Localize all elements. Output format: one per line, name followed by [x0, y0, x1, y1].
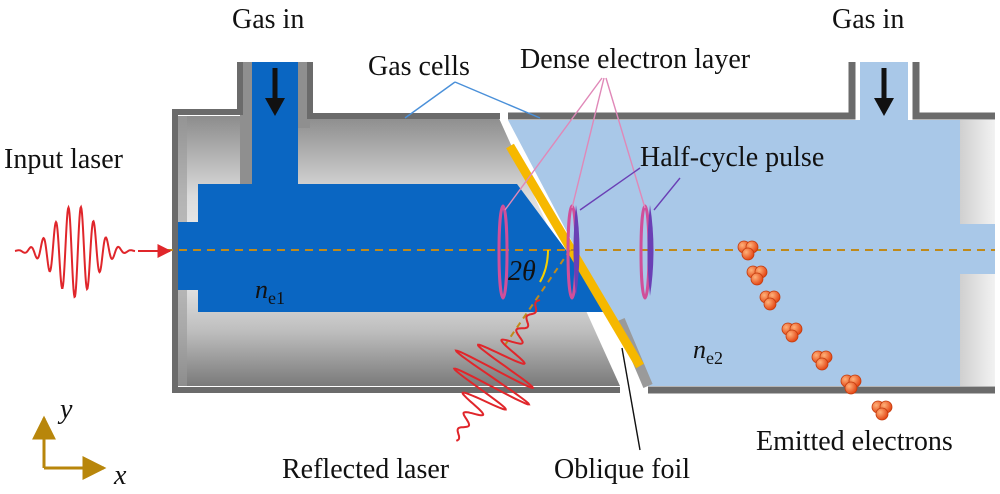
reflected-laser: [452, 299, 541, 442]
density-left-symbol: ne1: [255, 275, 285, 308]
angle-label: 2θ: [508, 256, 536, 287]
input-laser: [14, 204, 172, 299]
input-laser-wave: [14, 204, 136, 299]
electron-dot: [844, 381, 858, 395]
reflected-axis: [504, 249, 571, 346]
down-arrow-icon: [874, 68, 894, 116]
electron-cluster-icon: [811, 350, 833, 371]
half-cycle-pulse-label: Half-cycle pulse: [640, 142, 824, 173]
axis-x-label: x: [113, 460, 127, 491]
electron-dot: [785, 329, 799, 343]
down-arrow-icon: [265, 68, 285, 116]
gas-in-right-label: Gas in: [832, 4, 904, 35]
reflected-laser-label: Reflected laser: [282, 454, 450, 485]
electron-dot: [875, 407, 889, 421]
density-right-symbol: ne2: [693, 335, 723, 368]
half-cycle-pulses: [573, 205, 654, 296]
dense-electron-layer-label: Dense electron layer: [520, 44, 751, 75]
electron-cluster-icon: [781, 322, 803, 343]
coordinate-axes: [32, 415, 107, 480]
leader-lines: [404, 77, 681, 451]
electron-cluster-icon: [737, 240, 759, 261]
emitted-electrons-label: Emitted electrons: [756, 426, 953, 457]
electron-dot: [763, 297, 777, 311]
electron-dot: [750, 272, 764, 286]
angle-arc: [539, 249, 549, 283]
gas-in-left-label: Gas in: [232, 4, 304, 35]
electron-cluster-icon: [871, 400, 893, 421]
electron-cluster-icon: [840, 374, 862, 395]
electron-cluster-icon: [759, 290, 781, 311]
electron-dot: [815, 357, 829, 371]
electron-cluster-icon: [746, 265, 768, 286]
electron-dot: [741, 247, 755, 261]
oblique-foil-label: Oblique foil: [554, 454, 690, 485]
emitted-electrons: [737, 240, 893, 421]
axis-y-label: y: [57, 394, 73, 425]
reflected-laser-wave: [452, 299, 541, 442]
input-laser-label: Input laser: [4, 144, 124, 175]
gas-cells-label: Gas cells: [368, 51, 470, 82]
